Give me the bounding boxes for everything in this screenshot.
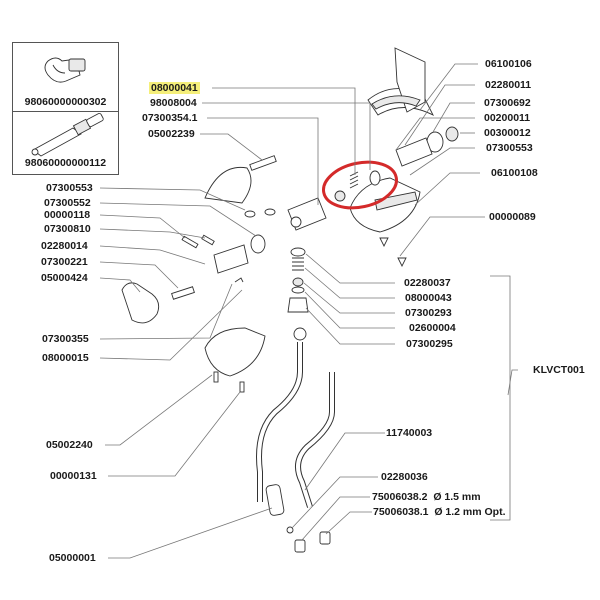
screw-part-00000089[interactable] [397,257,407,268]
tube-part[interactable] [257,342,302,502]
pin-part-07300810[interactable] [201,234,215,246]
inset-part-98060000000302[interactable]: 98060000000302 [12,42,119,114]
part-label-07300295[interactable]: 07300295 [406,338,453,350]
screw-part-00000131[interactable] [239,381,245,393]
part-label-05002240[interactable]: 05002240 [46,439,93,451]
inset-code: 98060000000302 [24,96,107,108]
part-label-02280036[interactable]: 02280036 [381,471,428,483]
nozzle-part-75006038-2[interactable] [294,539,306,553]
cone-part-05002239[interactable] [204,155,277,204]
inset-code: 98060000000112 [24,157,107,169]
seal-part-07300552[interactable] [250,234,266,254]
part-code: 75006038.1 [373,506,429,518]
group-label-klvct001[interactable]: KLVCT001 [533,364,585,376]
part-label-11740003[interactable]: 11740003 [386,427,433,439]
fitting-part-05000001[interactable] [265,484,285,516]
part-code: 75006038.2 [372,491,428,503]
nut-part-00300012[interactable] [445,126,459,142]
part-label-06100108[interactable]: 06100108 [491,167,538,179]
highlight-circle [322,160,398,210]
part-label-07300553-right[interactable]: 07300553 [486,142,533,154]
part-note: Ø 1.2 mm Opt. [434,506,506,518]
seal-part-07300293[interactable] [292,277,304,287]
screw-part [379,237,389,248]
inset-part-98060000000112[interactable]: 98060000000112 [12,111,119,175]
part-label-07300354-1[interactable]: 07300354.1 [142,112,198,124]
part-label-75006038-2[interactable]: 75006038.2 Ø 1.5 mm [372,491,481,503]
washer-part [244,210,256,218]
housing-part-08000015[interactable] [204,327,266,377]
part-label-08000041[interactable]: 08000041 [149,82,200,94]
part-label-05000424[interactable]: 05000424 [41,272,88,284]
part-label-06100106[interactable]: 06100106 [485,58,532,70]
part-label-07300221[interactable]: 07300221 [41,256,88,268]
part-label-02600004[interactable]: 02600004 [409,322,456,334]
part-label-07300293[interactable]: 07300293 [405,307,452,319]
part-label-00000089[interactable]: 00000089 [489,211,536,223]
part-label-08000043[interactable]: 08000043 [405,292,452,304]
part-label-07300355[interactable]: 07300355 [42,333,89,345]
bracket-part-02280014[interactable] [213,244,249,274]
nozzle-assembly-icon [44,57,86,83]
body-part-06100108[interactable] [349,177,421,233]
spring-part-08000041[interactable] [349,171,359,189]
part-label-02280011[interactable]: 02280011 [485,79,532,91]
ball-part-07300354-1[interactable] [334,190,346,202]
part-label-07300810[interactable]: 07300810 [44,223,91,235]
clip-part-07300355[interactable] [234,277,244,283]
part-label-05002239[interactable]: 05002239 [148,128,195,140]
tube-head [293,327,307,341]
part-label-07300553[interactable]: 07300553 [46,182,93,194]
part-label-00000118[interactable]: 00000118 [44,209,91,221]
part-label-02280014[interactable]: 02280014 [41,240,88,252]
oring-part-02600004[interactable] [291,286,305,294]
part-label-00000131[interactable]: 00000131 [50,470,97,482]
bolt-part-07300221[interactable] [171,286,195,300]
part-label-00300012[interactable]: 00300012 [484,127,531,139]
fitting-part-07300553-right[interactable] [395,137,433,167]
part-note: Ø 1.5 mm [433,491,481,503]
spring-part-08000043[interactable] [292,257,304,271]
valve-cartridge-icon [31,112,104,157]
leader-lines [99,63,518,559]
part-label-08000015[interactable]: 08000015 [42,352,89,364]
part-label-98008004[interactable]: 98008004 [150,97,197,109]
screw-part-05002240[interactable] [213,371,219,383]
oring-part-02280037[interactable] [290,247,306,257]
ring-part-02280036[interactable] [286,526,294,534]
tube-part-11740003[interactable] [296,372,334,508]
lever-part-05000424[interactable] [121,282,160,324]
nozzle-part-75006038-1[interactable] [319,531,331,545]
part-label-75006038-1[interactable]: 75006038.1 Ø 1.2 mm Opt. [373,506,506,518]
washer-part [264,208,276,216]
pin-part-00000118[interactable] [181,235,199,249]
part-label-00200011[interactable]: 00200011 [484,112,531,124]
nut-part-07300295[interactable] [287,297,309,313]
ring-part-98008004[interactable] [369,170,381,186]
part-label-07300692[interactable]: 07300692 [484,97,531,109]
part-label-05000001[interactable]: 05000001 [49,552,96,564]
part-label-02280037[interactable]: 02280037 [404,277,451,289]
part-label-07300552[interactable]: 07300552 [44,197,91,209]
cover-part-06100106[interactable] [367,47,435,117]
